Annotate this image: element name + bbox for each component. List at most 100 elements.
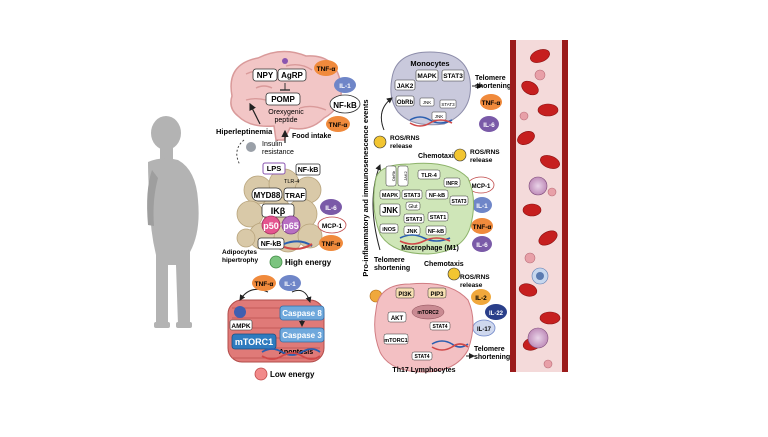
ikb-label: IKβ: [271, 206, 286, 216]
th17-pip3-label: PIP3: [430, 292, 444, 298]
cytokine-il1-3: IL-1: [476, 203, 488, 210]
telomere-label-2: Telomere: [374, 257, 405, 264]
cytokine-mcp1-2: MCP-1: [472, 184, 491, 190]
muscle-panel: AMPK mTORC1 Caspase 8 Caspase 3 Apoptosi…: [227, 299, 325, 363]
brain-orexygenic-label: Orexygenic: [268, 109, 304, 116]
traf-label: TRAF: [285, 191, 305, 200]
cytokine-il6-1: IL-6: [325, 205, 337, 212]
brain-npy-label: NPY: [257, 71, 274, 80]
th17-mtorc2-label: mTORC2: [417, 310, 439, 316]
monocyte-jak2-label: JAK2: [397, 83, 414, 90]
tlr4-label: TLR-4: [284, 179, 299, 185]
cytokine-il22: IL-22: [489, 311, 504, 317]
adipocytes-label: Adipocytes: [222, 249, 257, 256]
macrophage-stat1-label: STAT1: [430, 215, 447, 221]
cytokine-tnfa-5: TNF-α: [482, 100, 501, 107]
ros-label-1: ROS/RNS: [390, 135, 420, 142]
p65-label: p65: [283, 221, 299, 231]
monocyte-stat3b-label: STAT3: [441, 102, 455, 107]
cytokine-tnfa-6: TNF-α: [473, 224, 492, 231]
th17-pi3k-label: PI3K: [398, 292, 412, 298]
p50-label: p50: [263, 221, 279, 231]
monocyte-stat3-label: STAT3: [443, 73, 463, 80]
monocyte-jnk-label: JNK: [423, 100, 432, 105]
insulin-resistance-label: resistance: [262, 149, 294, 156]
monocyte-jnk2-label: JNK: [435, 114, 444, 119]
vertical-label: Pro-inflammatory and immunosenescence ev…: [361, 99, 370, 276]
hipertrophy-label: hipertrophy: [222, 257, 258, 264]
macrophage-tlr4-label: TLR-4: [421, 173, 438, 179]
shortening-label-2: shortening: [374, 265, 410, 272]
low-energy-label: Low energy: [270, 370, 315, 379]
monocyte-panel: Monocytes JAK2 MAPK STAT3 ObRb JNK STAT3…: [390, 51, 471, 127]
cytokine-il17: IL-17: [477, 327, 492, 333]
lps-label: LPS: [267, 164, 282, 173]
cytokine-il1-2: IL-1: [284, 281, 296, 288]
th17-mtorc1-label: mTORC1: [384, 338, 407, 344]
cytokine-tnfa-3: TNF-α: [322, 241, 341, 248]
macrophage-obrb-label: ObRb: [391, 170, 396, 181]
cytokine-il2: IL-2: [475, 295, 487, 302]
release-label-3: release: [460, 282, 483, 289]
mtorc1-label: mTORC1: [235, 337, 273, 347]
human-silhouette: [147, 116, 199, 328]
release-label-2: release: [470, 157, 493, 164]
macrophage-glut-label: Glut: [408, 204, 418, 210]
high-energy-label: High energy: [285, 258, 332, 267]
telomere-label-1: Telomere: [475, 75, 506, 82]
macrophage-nfkb-label: NF-kB: [429, 193, 445, 199]
brain-peptide-label: peptide: [275, 117, 298, 124]
caspase3-label: Caspase 3: [282, 331, 322, 340]
ros-label-3: ROS/RNS: [460, 274, 490, 281]
cytokine-tnfa-2: TNF-α: [329, 122, 348, 129]
brain-panel: NPY AgRP POMP Orexygenic peptide: [230, 50, 342, 141]
caspase8-label: Caspase 8: [282, 309, 322, 318]
cytokine-column-left: TNF-α IL-1 NF-kB TNF-α IL-6 MCP-1 TNF-α …: [252, 60, 361, 291]
telomere-label-3: Telomere: [474, 346, 505, 353]
macrophage-nfkb2-label: NF-kB: [428, 229, 444, 235]
monocytes-title: Monocytes: [410, 59, 449, 68]
macrophage-stat3-label: STAT3: [404, 193, 421, 199]
cytokine-column-right: TNF-α IL-6 MCP-1 IL-1 TNF-α IL-6 IL-2 IL…: [467, 94, 507, 337]
macrophage-jnk2-label: JNK: [406, 229, 417, 235]
cytokine-tnfa-4: TNF-α: [255, 281, 274, 288]
chemotaxis-label-2: Chemotaxis: [424, 261, 464, 268]
macrophage-panel: ObRb JAK2 TLR-4 INFR MAPK STAT3 NF-kB ST…: [373, 162, 474, 255]
shortening-label-1: shortening: [475, 83, 511, 90]
macrophage-infr-label: INFR: [446, 181, 458, 187]
macrophage-stat3b-label: STAT3: [451, 199, 466, 205]
cytokine-nfkb-1: NF-kB: [333, 101, 357, 110]
myd88-label: MYD88: [254, 191, 281, 200]
cytokine-mcp1-1: MCP-1: [322, 223, 343, 230]
ros-label-2: ROS/RNS: [470, 149, 500, 156]
macrophage-stat3c-label: STAT3: [406, 217, 423, 223]
insulin-label: Insulin: [262, 141, 282, 148]
adipose-panel: LPS NF-kB TLR-4 MYD88 TRAF IKβ p50 p65 N…: [236, 162, 323, 253]
th17-stat4b-label: STAT4: [414, 354, 429, 360]
macrophage-jak2-label: JAK2: [403, 170, 408, 180]
blood-vessel: [510, 40, 568, 372]
th17-akt-label: AKT: [391, 316, 404, 322]
macrophage-title: Macrophage (M1): [401, 245, 459, 252]
food-intake-label: Food intake: [292, 133, 331, 140]
shortening-label-3: shortening: [474, 354, 510, 361]
cytokine-il6-3: IL-6: [476, 242, 488, 249]
hiperleptinemia-label: Hiperleptinemia: [216, 127, 273, 136]
th17-title: Th17 Lymphocytes: [392, 367, 455, 374]
adipose-nfkb-top-label: NF-kB: [298, 167, 319, 174]
brain-agrp-label: AgRP: [281, 71, 303, 80]
ampk-label: AMPK: [231, 323, 250, 330]
cytokine-tnfa-1: TNF-α: [317, 66, 336, 73]
apoptosis-label: Apoptosis: [279, 349, 313, 356]
monocyte-obrb-label: ObRb: [397, 100, 414, 106]
macrophage-mapk-label: MAPK: [382, 193, 398, 199]
macrophage-jnk-label: JNK: [382, 206, 398, 215]
cytokine-il1-1: IL-1: [339, 83, 351, 90]
cytokine-il6-2: IL-6: [483, 122, 495, 129]
chemotaxis-label-1: Chemotaxis: [418, 153, 458, 160]
brain-pomp-label: POMP: [271, 95, 295, 104]
release-label-1: release: [390, 143, 413, 150]
macrophage-inos-label: iNOS: [382, 227, 396, 233]
